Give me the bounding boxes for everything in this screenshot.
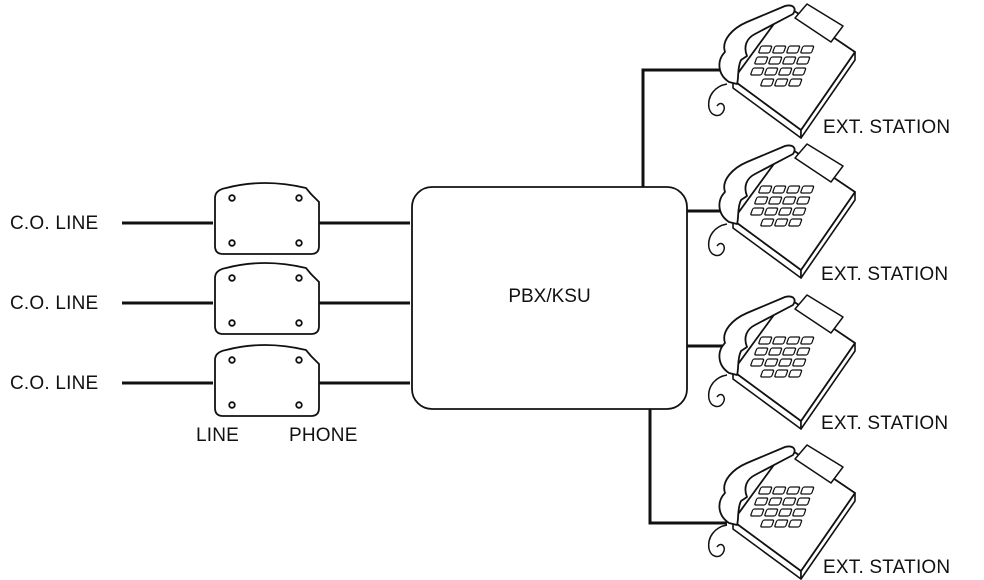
ext-station-label-1: EXT. STATION (823, 118, 950, 137)
station-wire-1 (643, 70, 720, 187)
phone-icon (709, 295, 855, 429)
ext-station-label-4: EXT. STATION (823, 558, 950, 577)
ext-station-label-3: EXT. STATION (821, 414, 948, 433)
line-adapter-devices (215, 183, 319, 416)
line-adapter-2 (215, 263, 319, 334)
co-line-label-3: C.O. LINE (10, 374, 98, 393)
co-line-label-2: C.O. LINE (10, 294, 98, 313)
co-line-label-1: C.O. LINE (10, 214, 98, 233)
phone-port-label: PHONE (289, 426, 358, 445)
line-adapter-1 (215, 183, 319, 254)
station-wire-4 (650, 409, 727, 523)
ext-station-label-2: EXT. STATION (821, 265, 948, 284)
line-port-label: LINE (196, 426, 239, 445)
co-line-wires (122, 223, 213, 383)
phone-icon (709, 144, 855, 278)
line-adapter-3 (215, 345, 319, 416)
adapter-to-pbx-wires (319, 223, 410, 383)
pbx-ksu-label: PBX/KSU (412, 287, 687, 306)
